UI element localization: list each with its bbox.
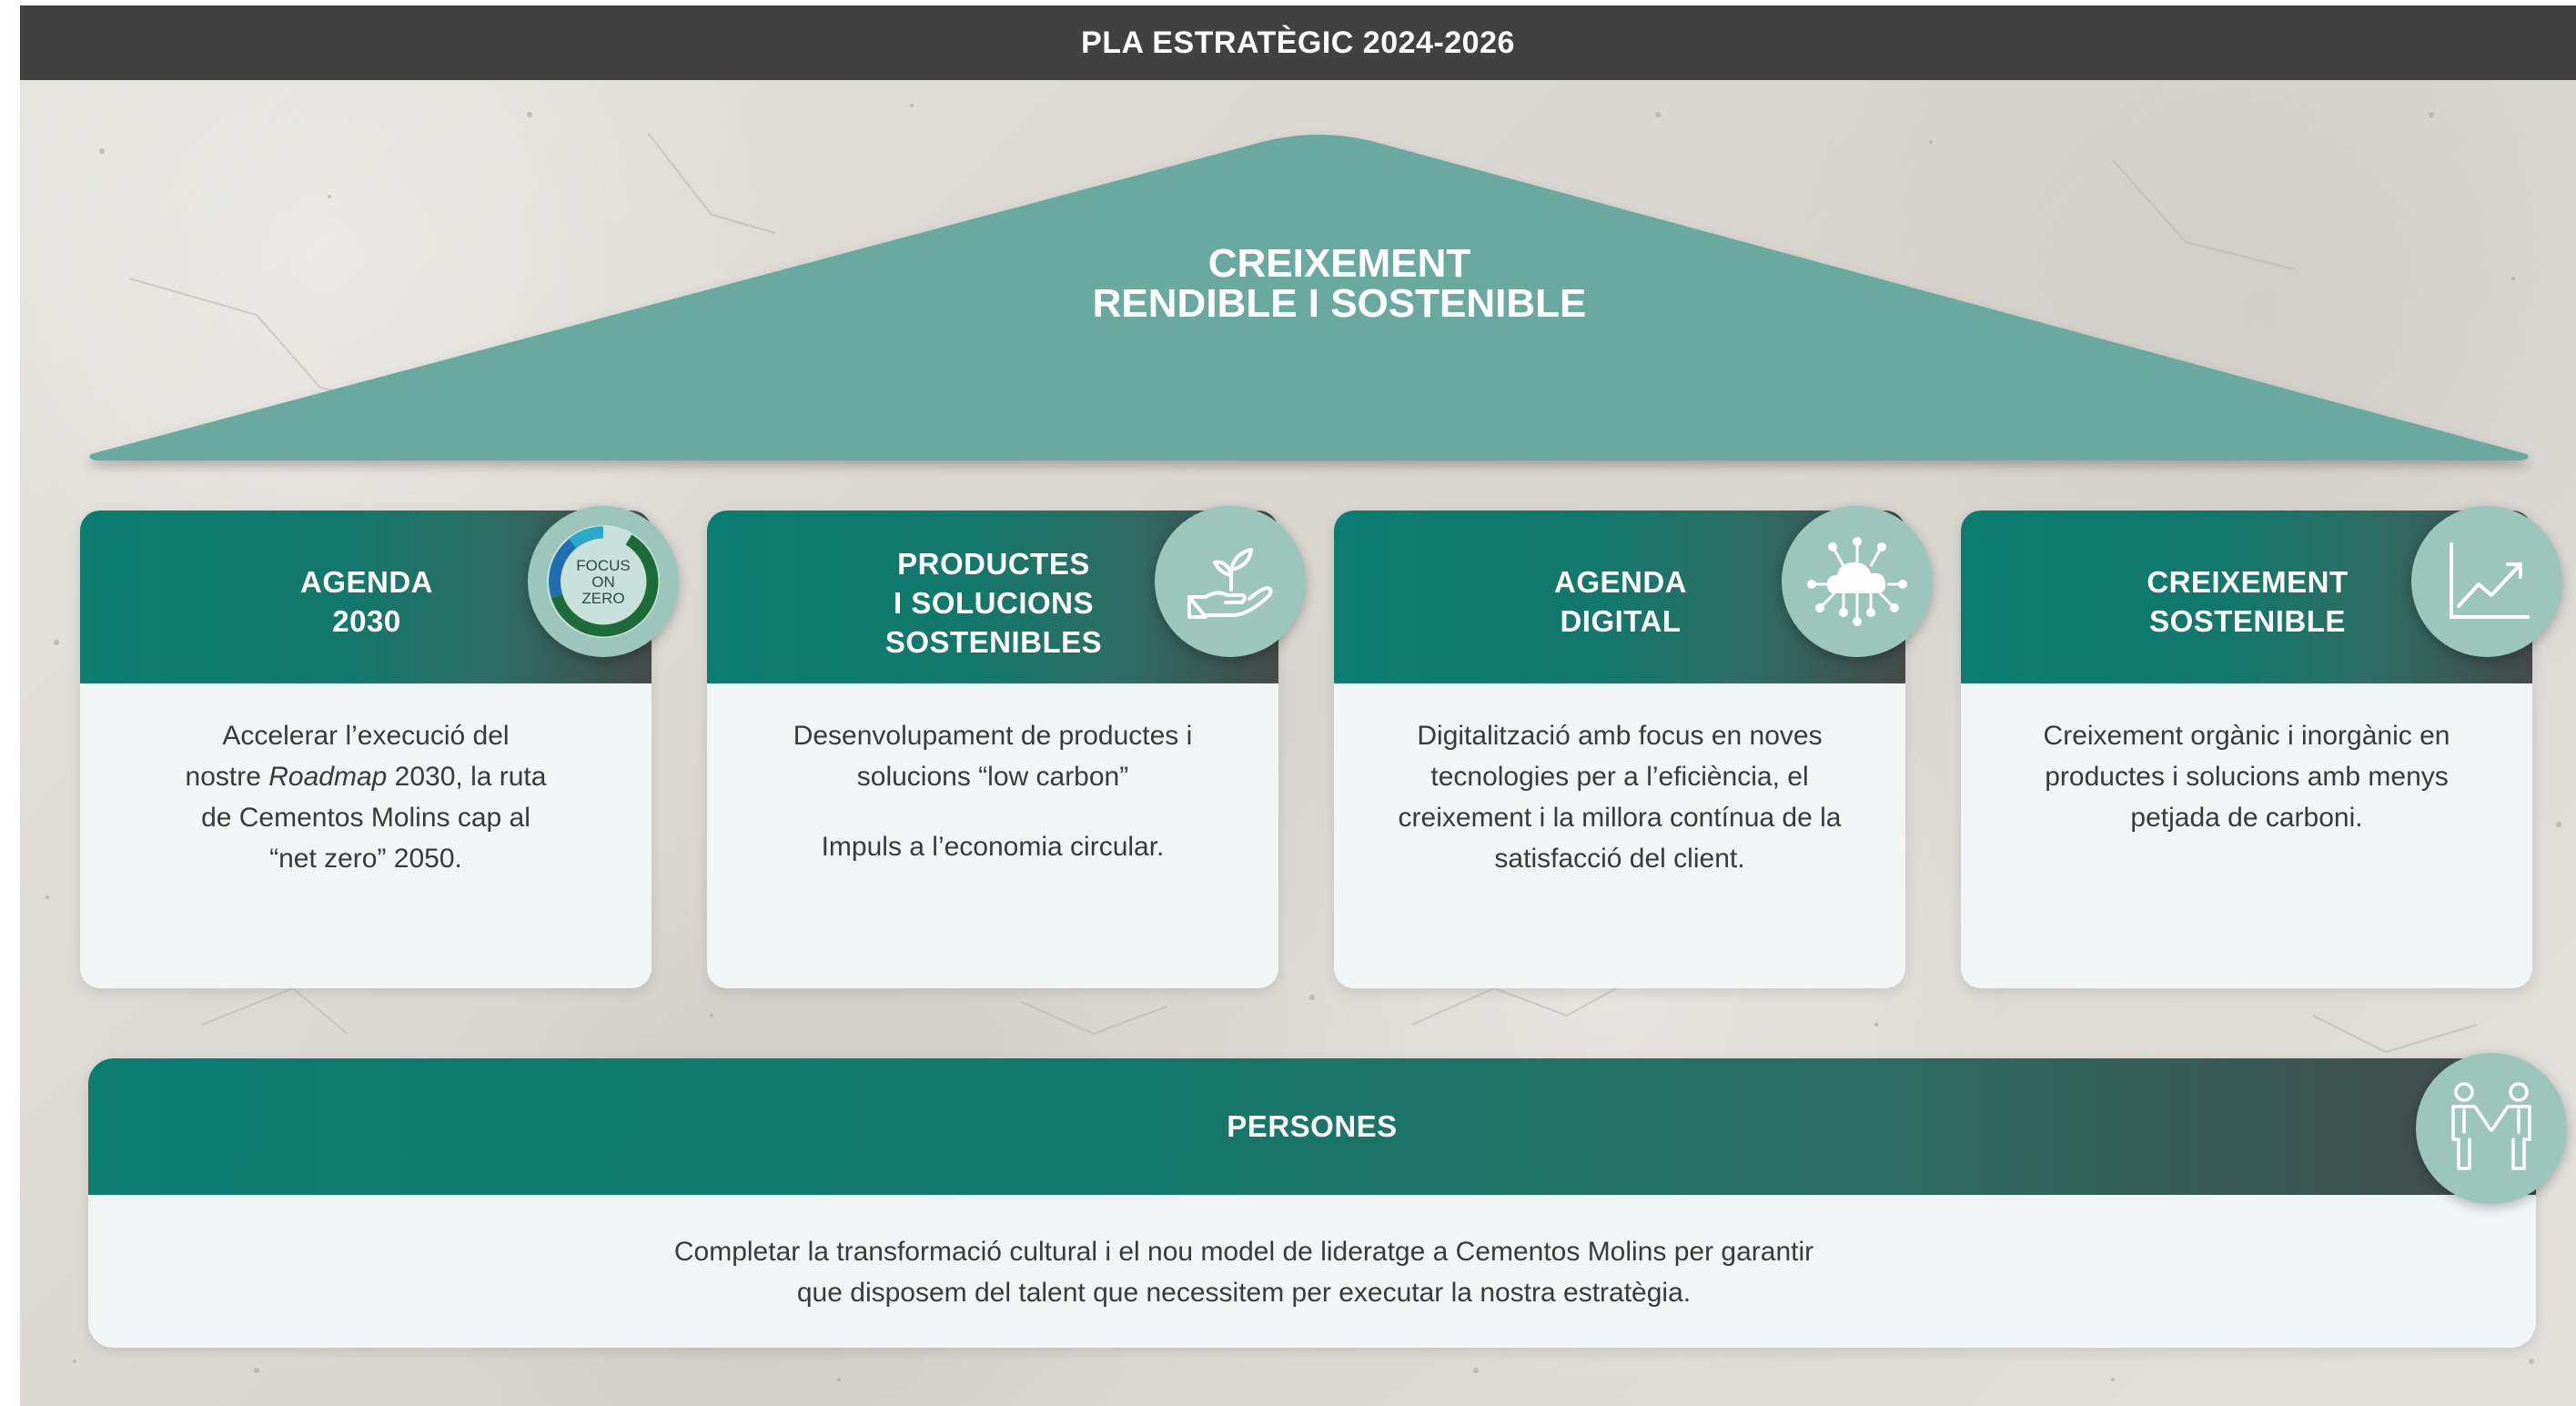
description-line: productes i solucions amb menys xyxy=(2045,762,2449,792)
pillar-card-description: Digitalització amb focus en noves tecnol… xyxy=(1370,715,1869,908)
cloud-network-icon xyxy=(1807,537,1907,626)
page-title: PLA ESTRATÈGIC 2024-2026 xyxy=(1081,25,1515,60)
focus-on-zero-icon: FOCUS ON ZERO xyxy=(547,525,660,638)
pillar-card-title: CREIXEMENT SOSTENIBLE xyxy=(1961,562,2534,641)
pillar-card-title: PRODUCTES I SOLUCIONS SOSTENIBLES xyxy=(707,544,1280,662)
plant-in-hand-badge xyxy=(1155,506,1306,657)
description-line: Impuls a l’economia circular. xyxy=(821,832,1165,862)
pillar-description-paragraph: Digitalització amb focus en noves tecnol… xyxy=(1370,715,1869,879)
pillar-title-line: I SOLUCIONS xyxy=(893,586,1095,620)
pillar-card-sustainable-products: PRODUCTES I SOLUCIONS SOSTENIBLES Desenv… xyxy=(707,506,1306,988)
header-bar: PLA ESTRATÈGIC 2024-2026 xyxy=(20,5,2576,80)
pillar-description-paragraph: Impuls a l’economia circular. xyxy=(743,826,1242,867)
description-line: Desenvolupament de productes i xyxy=(793,721,1193,751)
roof-title-line2: RENDIBLE I SOSTENIBLE xyxy=(1092,281,1587,326)
description-text: 2030, la ruta xyxy=(387,762,547,792)
pillar-title-line: 2030 xyxy=(332,604,401,638)
plant-in-hand-icon xyxy=(1187,548,1273,619)
growth-chart-badge xyxy=(2411,506,2562,657)
pillar-title-line: PRODUCTES xyxy=(897,547,1090,581)
description-line: Accelerar l’execució del xyxy=(222,721,510,751)
description-line: de Cementos Molins cap al xyxy=(201,803,530,833)
persons-title: PERSONES xyxy=(1227,1109,1398,1143)
logo-text: ZERO xyxy=(581,590,624,607)
roof-triangle xyxy=(89,135,2529,460)
people-badge xyxy=(2416,1053,2567,1204)
roof-title: CREIXEMENT RENDIBLE I SOSTENIBLE xyxy=(930,244,1749,324)
pillar-description-paragraph: Accelerar l’execució del nostre Roadmap … xyxy=(116,715,615,879)
pillar-card-description: Accelerar l’execució del nostre Roadmap … xyxy=(116,715,615,908)
description-line: Digitalització amb focus en noves xyxy=(1417,721,1823,751)
pillar-title-line: AGENDA xyxy=(1553,565,1687,599)
pillar-description-paragraph: Creixement orgànic i inorgànic en produc… xyxy=(1997,715,2496,838)
description-line: “net zero” 2050. xyxy=(269,844,462,874)
pillar-card-title: AGENDA 2030 xyxy=(80,562,653,641)
description-line: creixement i la millora contínua de la xyxy=(1398,803,1842,833)
description-line: Completar la transformació cultural i el… xyxy=(673,1237,1814,1267)
pillar-card-sustainable-growth: CREIXEMENT SOSTENIBLE Creixement orgànic… xyxy=(1961,506,2562,988)
pillar-card-title: AGENDA DIGITAL xyxy=(1334,562,1907,641)
pillar-card-agenda-2030: AGENDA 2030 FOCUS ON ZERO Accelerar l’ex… xyxy=(80,506,679,988)
description-line: Creixement orgànic i inorgànic en xyxy=(2043,721,2450,751)
pillar-title-line: DIGITAL xyxy=(1560,604,1682,638)
pillar-title-line: CREIXEMENT xyxy=(2147,565,2349,599)
focus-on-zero-logo: FOCUS ON ZERO xyxy=(528,506,679,657)
logo-text: ON xyxy=(591,573,615,591)
description-line: petjada de carboni. xyxy=(2130,803,2363,833)
pillar-card-description: Creixement orgànic i inorgànic en produc… xyxy=(1997,715,2496,867)
roadmap-italic-text: Roadmap xyxy=(268,762,388,792)
pillar-card-description: Desenvolupament de productes i solucions… xyxy=(743,715,1242,896)
description-text: nostre xyxy=(185,762,269,792)
description-line: solucions “low carbon” xyxy=(856,762,1129,792)
pillar-title-line: SOSTENIBLE xyxy=(2149,604,2346,638)
persons-foundation: PERSONES Completar la transformació cult… xyxy=(88,1053,2567,1348)
growth-chart-icon xyxy=(2450,542,2530,619)
cloud-network-badge xyxy=(1782,506,1933,657)
roof-title-line1: CREIXEMENT xyxy=(1207,241,1471,286)
logo-text: FOCUS xyxy=(576,557,631,574)
description-line: satisfacció del client. xyxy=(1494,844,1745,874)
description-line: que disposem del talent que necessitem p… xyxy=(796,1278,1692,1308)
pillar-card-digital-agenda: AGENDA DIGITAL xyxy=(1334,506,1933,988)
pillar-description-paragraph: Desenvolupament de productes i solucions… xyxy=(743,715,1242,797)
description-line: tecnologies per a l’eficiència, el xyxy=(1430,762,1809,792)
diagram-canvas: PLA ESTRATÈGIC 2024-2026 CREIXEMENT REND… xyxy=(20,5,2576,1406)
people-holding-hands-icon xyxy=(2451,1082,2531,1170)
persons-header xyxy=(88,1058,2536,1195)
persons-description: Completar la transformació cultural i el… xyxy=(452,1231,2036,1313)
pillar-title-line: AGENDA xyxy=(299,565,433,599)
pillar-title-line: SOSTENIBLES xyxy=(884,625,1103,659)
roof-shape xyxy=(89,135,2529,460)
